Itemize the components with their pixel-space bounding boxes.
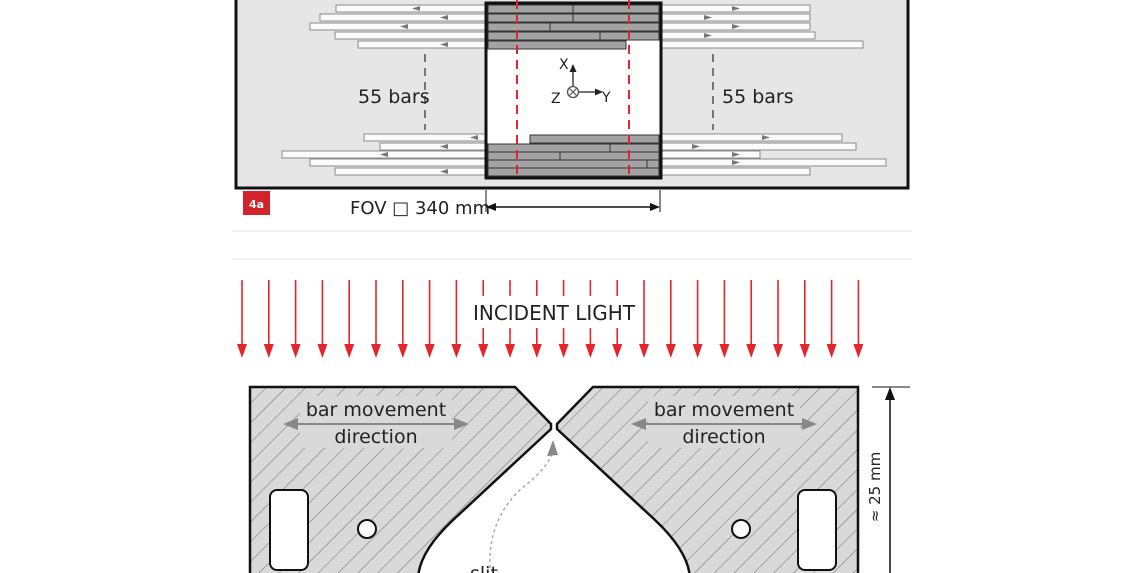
- light-ray: [371, 280, 381, 358]
- movement-right-line2: direction: [682, 426, 765, 448]
- y-arrow-icon: [595, 88, 603, 96]
- light-ray: [344, 280, 355, 358]
- axis-x-label: X: [559, 57, 569, 73]
- left-slot-hole: [269, 489, 309, 571]
- light-ray: [424, 280, 435, 358]
- figure-badge-label: 4a: [249, 198, 264, 211]
- thickness-label: ≈ 25 mm: [866, 452, 884, 522]
- movement-left-line2: direction: [334, 426, 417, 448]
- coordinate-axes: X Y Z: [551, 57, 611, 107]
- slit-pointer: [489, 451, 553, 569]
- top-panel: 55 bars 55 bars X Y Z 4a FOV □ 340 mm: [234, 0, 910, 219]
- incident-light-label: INCIDENT LIGHT: [473, 301, 636, 325]
- slit-arrow-icon: [547, 440, 558, 456]
- bars-left-label: 55 bars: [358, 86, 430, 108]
- incident-light-rays: [237, 280, 864, 358]
- movement-right-label-bg: [648, 396, 800, 448]
- light-ray: [799, 280, 810, 358]
- light-ray: [451, 280, 462, 358]
- light-ray: [263, 280, 274, 358]
- fov-label: FOV □ 340 mm: [350, 198, 490, 219]
- bar-count-markers: [424, 54, 714, 130]
- movement-right-line1: bar movement: [654, 399, 794, 421]
- right-pin-hole: [731, 519, 751, 539]
- light-ray: [639, 280, 649, 358]
- bottom-panel: INCIDENT LIGHT bar movement direction ba…: [237, 280, 910, 573]
- light-ray: [853, 280, 864, 358]
- red-dashed-lines: [516, 0, 630, 180]
- light-ray: [746, 280, 757, 358]
- figure-badge: [243, 191, 270, 215]
- bar-direction-arrows: [380, 6, 770, 174]
- light-ray: [692, 280, 703, 358]
- light-ray: [397, 280, 408, 358]
- light-ray: [665, 280, 676, 358]
- bars-right-label: 55 bars: [722, 86, 794, 108]
- movement-left-label-bg: [300, 396, 452, 448]
- light-ray: [826, 280, 837, 358]
- light-ray: [317, 280, 328, 358]
- fov-lower-bars: [487, 134, 660, 177]
- left-pin-hole: [357, 519, 377, 539]
- axis-z-label: Z: [551, 91, 561, 107]
- light-ray: [719, 280, 730, 358]
- x-arrow-icon: [569, 64, 577, 72]
- axis-y-label: Y: [601, 90, 611, 106]
- slit-label: slit: [470, 563, 498, 573]
- light-ray: [773, 280, 783, 358]
- movement-left-line1: bar movement: [306, 399, 446, 421]
- thickness-dimension: [872, 386, 910, 573]
- incident-light-label-bg: [466, 296, 642, 328]
- movement-right-arrow: [631, 418, 817, 430]
- light-ray: [237, 280, 247, 358]
- movement-left-arrow: [283, 418, 469, 430]
- fov-bar-dividers: [549, 5, 648, 168]
- panel-separator: [232, 230, 912, 260]
- light-ray: [290, 280, 301, 358]
- right-slot-hole: [797, 489, 837, 571]
- fov-dimension-arrow: [485, 190, 661, 212]
